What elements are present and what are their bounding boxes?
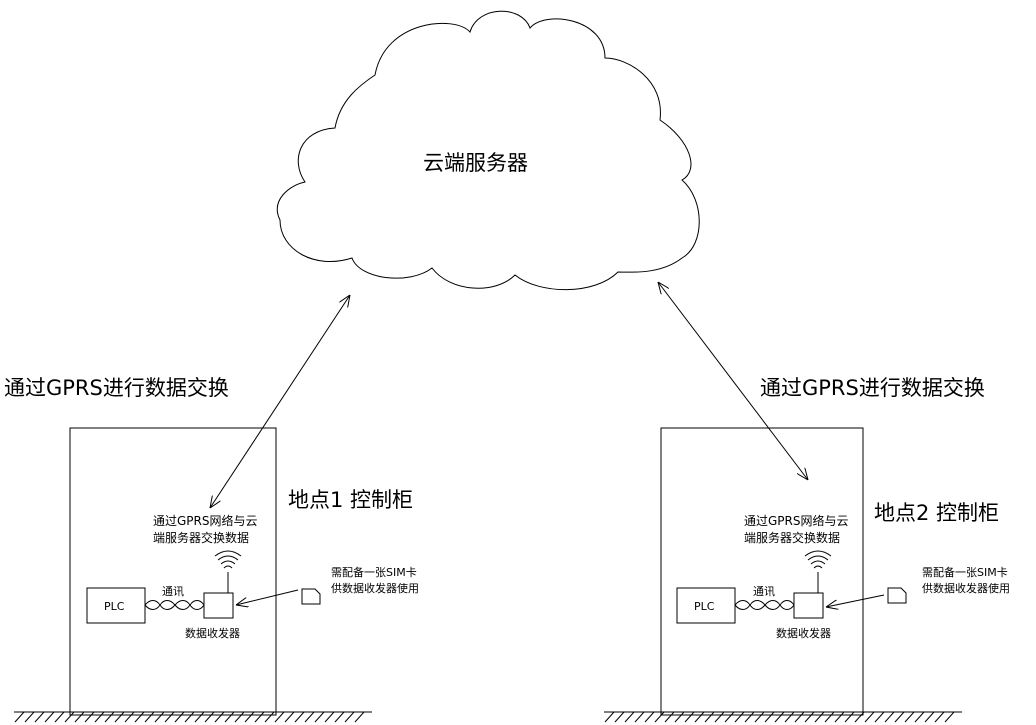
site-title-1: 地点1 控制柜 <box>288 488 413 512</box>
gprs-note-line1-2: 通过GPRS网络与云 <box>744 513 849 528</box>
sim-note-line1-2: 需配备一张SIM卡 <box>922 565 1008 579</box>
sim-card-icon-1 <box>301 588 321 605</box>
cloud-server-label: 云端服务器 <box>423 151 528 175</box>
transceiver-label-2: 数据收发器 <box>776 626 831 640</box>
plc-label-1: PLC <box>104 600 125 613</box>
comm-label-1: 通讯 <box>162 585 184 598</box>
site-1: 地点1 控制柜 通过GPRS网络与云 端服务器交换数据 PLC 通讯 数据收发器… <box>14 427 419 723</box>
link-arrow-site1 <box>210 295 350 508</box>
sim-arrow-2 <box>826 594 885 607</box>
transceiver-box-1 <box>203 592 234 619</box>
gprs-note-line2-1: 端服务器交换数据 <box>153 530 249 545</box>
plc-label-2: PLC <box>694 600 715 613</box>
link-arrow-site2 <box>658 282 808 480</box>
sim-note-line2-1: 供数据收发器使用 <box>331 581 419 595</box>
comm-cable-1 <box>144 600 205 610</box>
link-label-site1: 通过GPRS进行数据交换 <box>4 376 229 400</box>
comm-label-2: 通讯 <box>753 585 775 598</box>
link-label-site2: 通过GPRS进行数据交换 <box>760 376 985 400</box>
site-2: 地点2 控制柜 通过GPRS网络与云 端服务器交换数据 PLC 通讯 数据收发器… <box>604 427 1010 723</box>
cloud-shape <box>277 10 700 291</box>
wireless-signal-icon-2 <box>804 550 832 569</box>
transceiver-label-1: 数据收发器 <box>185 626 240 640</box>
gprs-note-line1-1: 通过GPRS网络与云 <box>153 513 258 528</box>
sim-card-icon-2 <box>887 587 907 604</box>
gprs-note-line2-2: 端服务器交换数据 <box>744 530 840 545</box>
ground-hatch-2 <box>604 711 955 723</box>
site-title-2: 地点2 控制柜 <box>874 501 999 525</box>
sim-note-line1-1: 需配备一张SIM卡 <box>331 565 417 579</box>
wireless-signal-icon-1 <box>214 550 242 569</box>
ground-hatch-1 <box>14 711 365 723</box>
comm-cable-2 <box>734 600 795 610</box>
transceiver-box-2 <box>793 592 824 619</box>
sim-note-line2-2: 供数据收发器使用 <box>922 581 1010 595</box>
sim-arrow-1 <box>236 589 299 605</box>
control-cabinet-2 <box>660 427 864 716</box>
control-cabinet-1 <box>69 427 277 716</box>
